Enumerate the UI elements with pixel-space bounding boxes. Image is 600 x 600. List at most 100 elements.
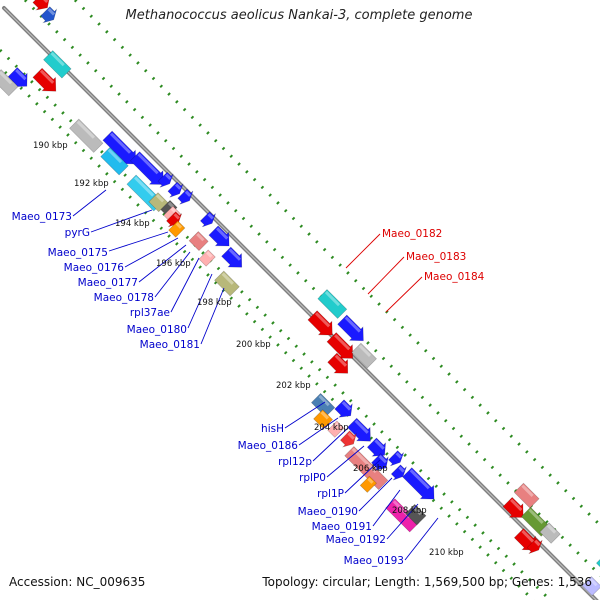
gene-shine	[207, 213, 214, 220]
gene-shine	[0, 71, 13, 85]
gene-shine	[206, 251, 213, 258]
gene-shine	[521, 529, 535, 544]
gene-feature[interactable]	[390, 464, 407, 481]
gene-shine	[510, 498, 523, 512]
gene-label[interactable]: Maeo_0183	[406, 251, 466, 263]
gene-feature[interactable]	[339, 430, 357, 448]
gene-label[interactable]: Maeo_0192	[326, 534, 386, 546]
tick-track-1	[3, 70, 536, 600]
gene-feature[interactable]	[0, 69, 19, 97]
gene-shine	[134, 176, 155, 197]
gene-shine	[318, 394, 330, 407]
kbp-label: 208 kbp	[392, 506, 427, 516]
leader-line	[108, 231, 169, 252]
gene-feature[interactable]	[351, 342, 377, 369]
gene-feature[interactable]	[327, 420, 345, 438]
gene-label[interactable]: rpl1P	[317, 488, 344, 500]
gene-shine	[196, 233, 205, 242]
gene-feature[interactable]	[366, 437, 386, 457]
gene-feature[interactable]	[405, 503, 427, 526]
gene-feature[interactable]	[402, 467, 435, 500]
gene-feature[interactable]	[526, 537, 543, 554]
gene-feature[interactable]	[595, 554, 600, 572]
gene-shine	[546, 524, 557, 534]
gene-shine	[354, 419, 369, 434]
leader-line	[404, 517, 439, 561]
gene-feature[interactable]	[40, 6, 58, 24]
gene-label[interactable]: Maeo_0180	[127, 324, 187, 336]
gene-feature[interactable]	[69, 118, 104, 153]
gene-label[interactable]: Maeo_0173	[12, 211, 72, 223]
gene-shine	[374, 439, 385, 450]
leader-line	[385, 276, 423, 313]
gene-label[interactable]: Maeo_0193	[344, 555, 404, 567]
gene-feature[interactable]	[317, 289, 348, 319]
gene-label[interactable]: rplP0	[299, 472, 326, 484]
gene-feature[interactable]	[198, 249, 216, 267]
gene-feature[interactable]	[208, 225, 230, 247]
gene-shine	[43, 0, 49, 3]
gene-shine	[589, 578, 598, 587]
leader-line	[187, 273, 213, 329]
gene-feature[interactable]	[371, 453, 389, 471]
gene-shine	[528, 508, 544, 524]
gene-label[interactable]: Maeo_0177	[78, 277, 138, 289]
gene-shine	[347, 432, 355, 440]
gene-feature[interactable]	[157, 171, 174, 188]
leader-line	[326, 445, 365, 478]
gene-label[interactable]: pyrG	[65, 227, 90, 239]
gene-shine	[378, 455, 387, 464]
gene-shine	[155, 194, 165, 203]
gene-feature[interactable]	[100, 146, 129, 176]
gene-feature[interactable]	[502, 496, 524, 518]
leader-line	[72, 189, 107, 217]
gene-label[interactable]: rpl37ae	[130, 307, 170, 319]
gene-label[interactable]: Maeo_0184	[424, 271, 485, 283]
gene-shine	[39, 69, 55, 84]
gene-feature[interactable]	[307, 310, 333, 336]
gene-feature[interactable]	[43, 50, 72, 79]
gene-label[interactable]: Maeo_0190	[298, 506, 358, 518]
gene-feature[interactable]	[539, 522, 561, 544]
gene-feature[interactable]	[334, 399, 353, 418]
kbp-label: 206 kbp	[353, 464, 388, 474]
gene-label[interactable]: Maeo_0186	[238, 440, 299, 452]
gene-feature[interactable]	[388, 450, 404, 467]
gene-feature[interactable]	[581, 576, 600, 597]
gene-shine	[109, 132, 132, 154]
gene-feature[interactable]	[327, 352, 349, 374]
gene-feature[interactable]	[313, 409, 334, 430]
gene-label[interactable]: Maeo_0176	[64, 262, 125, 274]
gene-labels: Maeo_0173 pyrG Maeo_0175Maeo_0176Maeo_0177…	[12, 211, 485, 567]
gene-feature[interactable]	[199, 211, 216, 228]
leader-line	[345, 233, 381, 269]
gene-feature[interactable]	[188, 231, 209, 252]
gene-label[interactable]: Maeo_0178	[94, 292, 154, 304]
tick-track-0	[73, 0, 600, 528]
gene-feature[interactable]	[214, 270, 240, 297]
gene-label[interactable]: Maeo_0182	[382, 228, 442, 240]
gene-feature[interactable]	[32, 67, 57, 92]
gene-feature[interactable]	[513, 482, 540, 509]
gene-feature[interactable]	[221, 246, 243, 268]
kbp-label: 204 kbp	[314, 423, 349, 433]
gene-feature[interactable]	[32, 0, 50, 11]
gene-label[interactable]: Maeo_0181	[140, 339, 200, 351]
gene-feature[interactable]	[177, 188, 194, 205]
leader-line	[138, 244, 187, 283]
gene-feature[interactable]	[359, 475, 377, 493]
leader-line	[367, 256, 405, 295]
kbp-label: 194 kbp	[115, 219, 150, 229]
gene-shine	[334, 334, 351, 351]
gene-feature[interactable]	[168, 220, 186, 238]
gene-label[interactable]: hisH	[261, 423, 284, 435]
gene-label[interactable]: Maeo_0191	[312, 521, 372, 533]
leader-line	[90, 209, 153, 233]
gene-feature[interactable]	[167, 181, 184, 198]
gene-feature[interactable]	[337, 314, 364, 342]
gene-label[interactable]: Maeo_0175	[48, 247, 108, 259]
gene-shine	[367, 477, 374, 484]
gene-label[interactable]: rpl12p	[278, 456, 312, 468]
gene-feature[interactable]	[347, 417, 371, 442]
